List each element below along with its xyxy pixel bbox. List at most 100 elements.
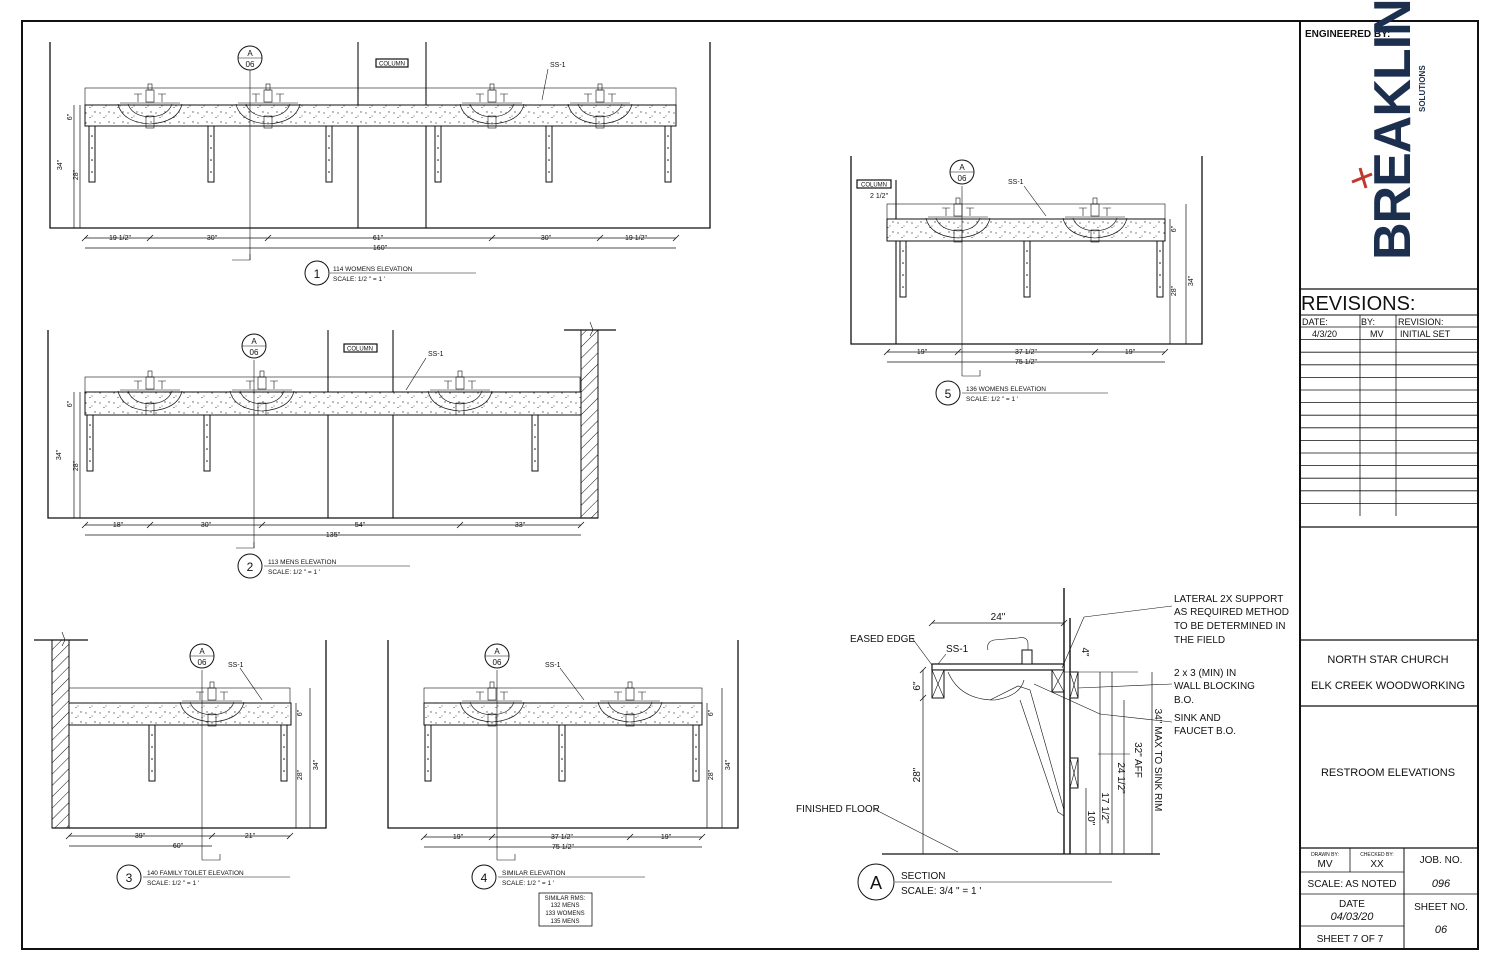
v4-similar-2: 133 WOMENS — [545, 911, 584, 917]
title-block: ENGINEERED BY: BREAKLINE SOLUTIONS REVIS… — [1300, 0, 1478, 949]
v3-h-all: 34" — [313, 759, 320, 770]
v4-similar-title: SIMILAR RMS: — [545, 896, 586, 902]
sec-d2: 17 1/2" — [1099, 792, 1110, 824]
v3-number: 3 — [126, 871, 133, 885]
v5-scale: SCALE: 1/2 " = 1 ' — [966, 396, 1018, 403]
v1-scale: SCALE: 1/2 " = 1 ' — [333, 276, 385, 283]
v5-dim-2: 37 1/2" — [1015, 349, 1037, 356]
v1-h-top: 6" — [67, 113, 74, 120]
v1-column-tag: COLUMN — [379, 62, 405, 68]
v4-similar-3: 135 MENS — [550, 919, 579, 925]
v4-section-tag-top: A — [494, 647, 500, 656]
sec-eased-edge: EASED EDGE — [850, 634, 915, 645]
v2-number: 2 — [247, 560, 254, 574]
client-name: NORTH STAR CHURCH — [1327, 654, 1448, 666]
view-2-mens-elevation: COLUMN SS-1 6" 28" 34" 18" 30" 54" 33" 1… — [47, 321, 616, 579]
v1-section-tag-bot: 06 — [246, 60, 255, 69]
v4-dim-2: 37 1/2" — [551, 834, 573, 841]
v4-title: SIMILAR ELEVATION — [502, 870, 566, 877]
sheet-border — [21, 20, 1479, 950]
sec-title: SECTION — [901, 871, 945, 882]
v2-scale: SCALE: 1/2 " = 1 ' — [268, 569, 320, 576]
v5-h-all: 34" — [1188, 275, 1195, 286]
v3-title: 140 FAMILY TOILET ELEVATION — [147, 870, 244, 877]
v5-section-tag-top: A — [959, 163, 965, 172]
v4-dim-1: 19" — [453, 834, 464, 841]
v1-h-all: 34" — [57, 159, 64, 170]
v5-column-tag: COLUMN — [861, 183, 887, 189]
sheet-no: 06 — [1435, 924, 1448, 936]
sec-leg: 28" — [912, 767, 923, 782]
v2-h-all: 34" — [56, 449, 63, 460]
v2-title: 113 MENS ELEVATION — [268, 559, 337, 566]
v2-dim-1: 18" — [113, 522, 124, 529]
v1-dim-2: 30" — [207, 235, 218, 242]
sec-ss: SS-1 — [946, 644, 969, 655]
v5-h-mid: 28" — [1171, 285, 1178, 296]
v1-dim-total: 160" — [373, 245, 388, 252]
scale-note: SCALE: AS NOTED — [1308, 879, 1397, 890]
v1-title: 114 WOMENS ELEVATION — [333, 266, 413, 273]
view-1-womens-elevation: COLUMN SS-1 6" 28" 34" 19 1/2" 30" 61" 3… — [49, 42, 711, 286]
v2-ss-tag: SS-1 — [428, 351, 444, 358]
rev-row-date: 4/3/20 — [1312, 329, 1337, 339]
v5-ss-tag: SS-1 — [1008, 179, 1024, 186]
sec-note3-l2: FAUCET B.O. — [1174, 726, 1236, 737]
sec-note1-l1: LATERAL 2X SUPPORT — [1174, 594, 1283, 605]
sec-aff: 32" AFF — [1132, 742, 1143, 778]
v4-section-tag-bot: 06 — [493, 658, 502, 667]
v3-h-mid: 28" — [297, 769, 304, 780]
v4-number: 4 — [481, 871, 488, 885]
logo-sub: SOLUTIONS — [1418, 65, 1427, 112]
v5-h-top: 6" — [1171, 225, 1178, 232]
rev-row-revision: INITIAL SET — [1400, 329, 1451, 339]
v3-dim-1: 39" — [135, 833, 146, 840]
rev-header-revision: REVISION: — [1398, 317, 1444, 327]
sec-width: 24" — [991, 612, 1006, 623]
sec-note1-l2: AS REQUIRED METHOD — [1174, 607, 1289, 618]
v1-number: 1 — [314, 267, 321, 281]
v2-dim-3: 54" — [355, 522, 366, 529]
v4-h-all: 34" — [725, 759, 732, 770]
drawn-by: MV — [1318, 859, 1333, 870]
v3-ss-tag: SS-1 — [228, 662, 244, 669]
v5-section-tag-bot: 06 — [958, 174, 967, 183]
revisions-title: REVISIONS: — [1301, 293, 1415, 315]
rev-row-by: MV — [1370, 329, 1384, 339]
v5-offset: 2 1/2" — [870, 193, 889, 200]
sec-number: A — [870, 873, 882, 893]
v4-similar-1: 132 MENS — [550, 903, 579, 909]
compass-icon — [1351, 167, 1373, 189]
job-no-label: JOB. NO. — [1420, 855, 1463, 866]
v2-dim-total: 135" — [326, 532, 341, 539]
view-5-womens-elevation: COLUMN 2 1/2" SS-1 6" 28" 34" 19" 37 1/2… — [850, 156, 1203, 406]
sheet-count: SHEET 7 OF 7 — [1317, 934, 1384, 945]
logo-text: BREAKLINE — [1364, 0, 1422, 260]
breakline-logo: BREAKLINE SOLUTIONS — [1351, 0, 1427, 260]
v5-dim-3: 19" — [1125, 349, 1136, 356]
v5-title: 136 WOMENS ELEVATION — [966, 386, 1046, 393]
sec-note2-l3: B.O. — [1174, 695, 1194, 706]
v1-h-mid: 28" — [73, 169, 80, 180]
sec-top: 4" — [1079, 647, 1090, 657]
v2-column-tag: COLUMN — [347, 347, 373, 353]
v4-h-mid: 28" — [708, 769, 715, 780]
sec-depth: 6" — [912, 681, 923, 691]
v1-dim-5: 19 1/2" — [625, 235, 647, 242]
section-a-detail: 24" 6" 28" 4" 32" AFF 34" MAX TO SINK RI… — [796, 588, 1289, 901]
v4-dim-3: 19" — [661, 834, 672, 841]
v2-h-mid: 28" — [73, 460, 80, 471]
job-no: 096 — [1432, 878, 1451, 890]
v4-dim-total: 75 1/2" — [552, 844, 574, 851]
rev-header-by: BY: — [1361, 317, 1375, 327]
checked-by: XX — [1370, 859, 1384, 870]
sec-note2-l2: WALL BLOCKING — [1174, 681, 1255, 692]
v1-dim-3: 61" — [373, 235, 384, 242]
v2-h-top: 6" — [67, 400, 74, 407]
engineered-by-label: ENGINEERED BY: — [1305, 29, 1390, 40]
sec-note2-l1: 2 x 3 (MIN) IN — [1174, 668, 1236, 679]
sec-note1-l4: THE FIELD — [1174, 635, 1225, 646]
v5-dim-total: 75 1/2" — [1015, 359, 1037, 366]
v1-dim-1: 19 1/2" — [109, 235, 131, 242]
v3-dim-total: 60" — [173, 843, 184, 850]
